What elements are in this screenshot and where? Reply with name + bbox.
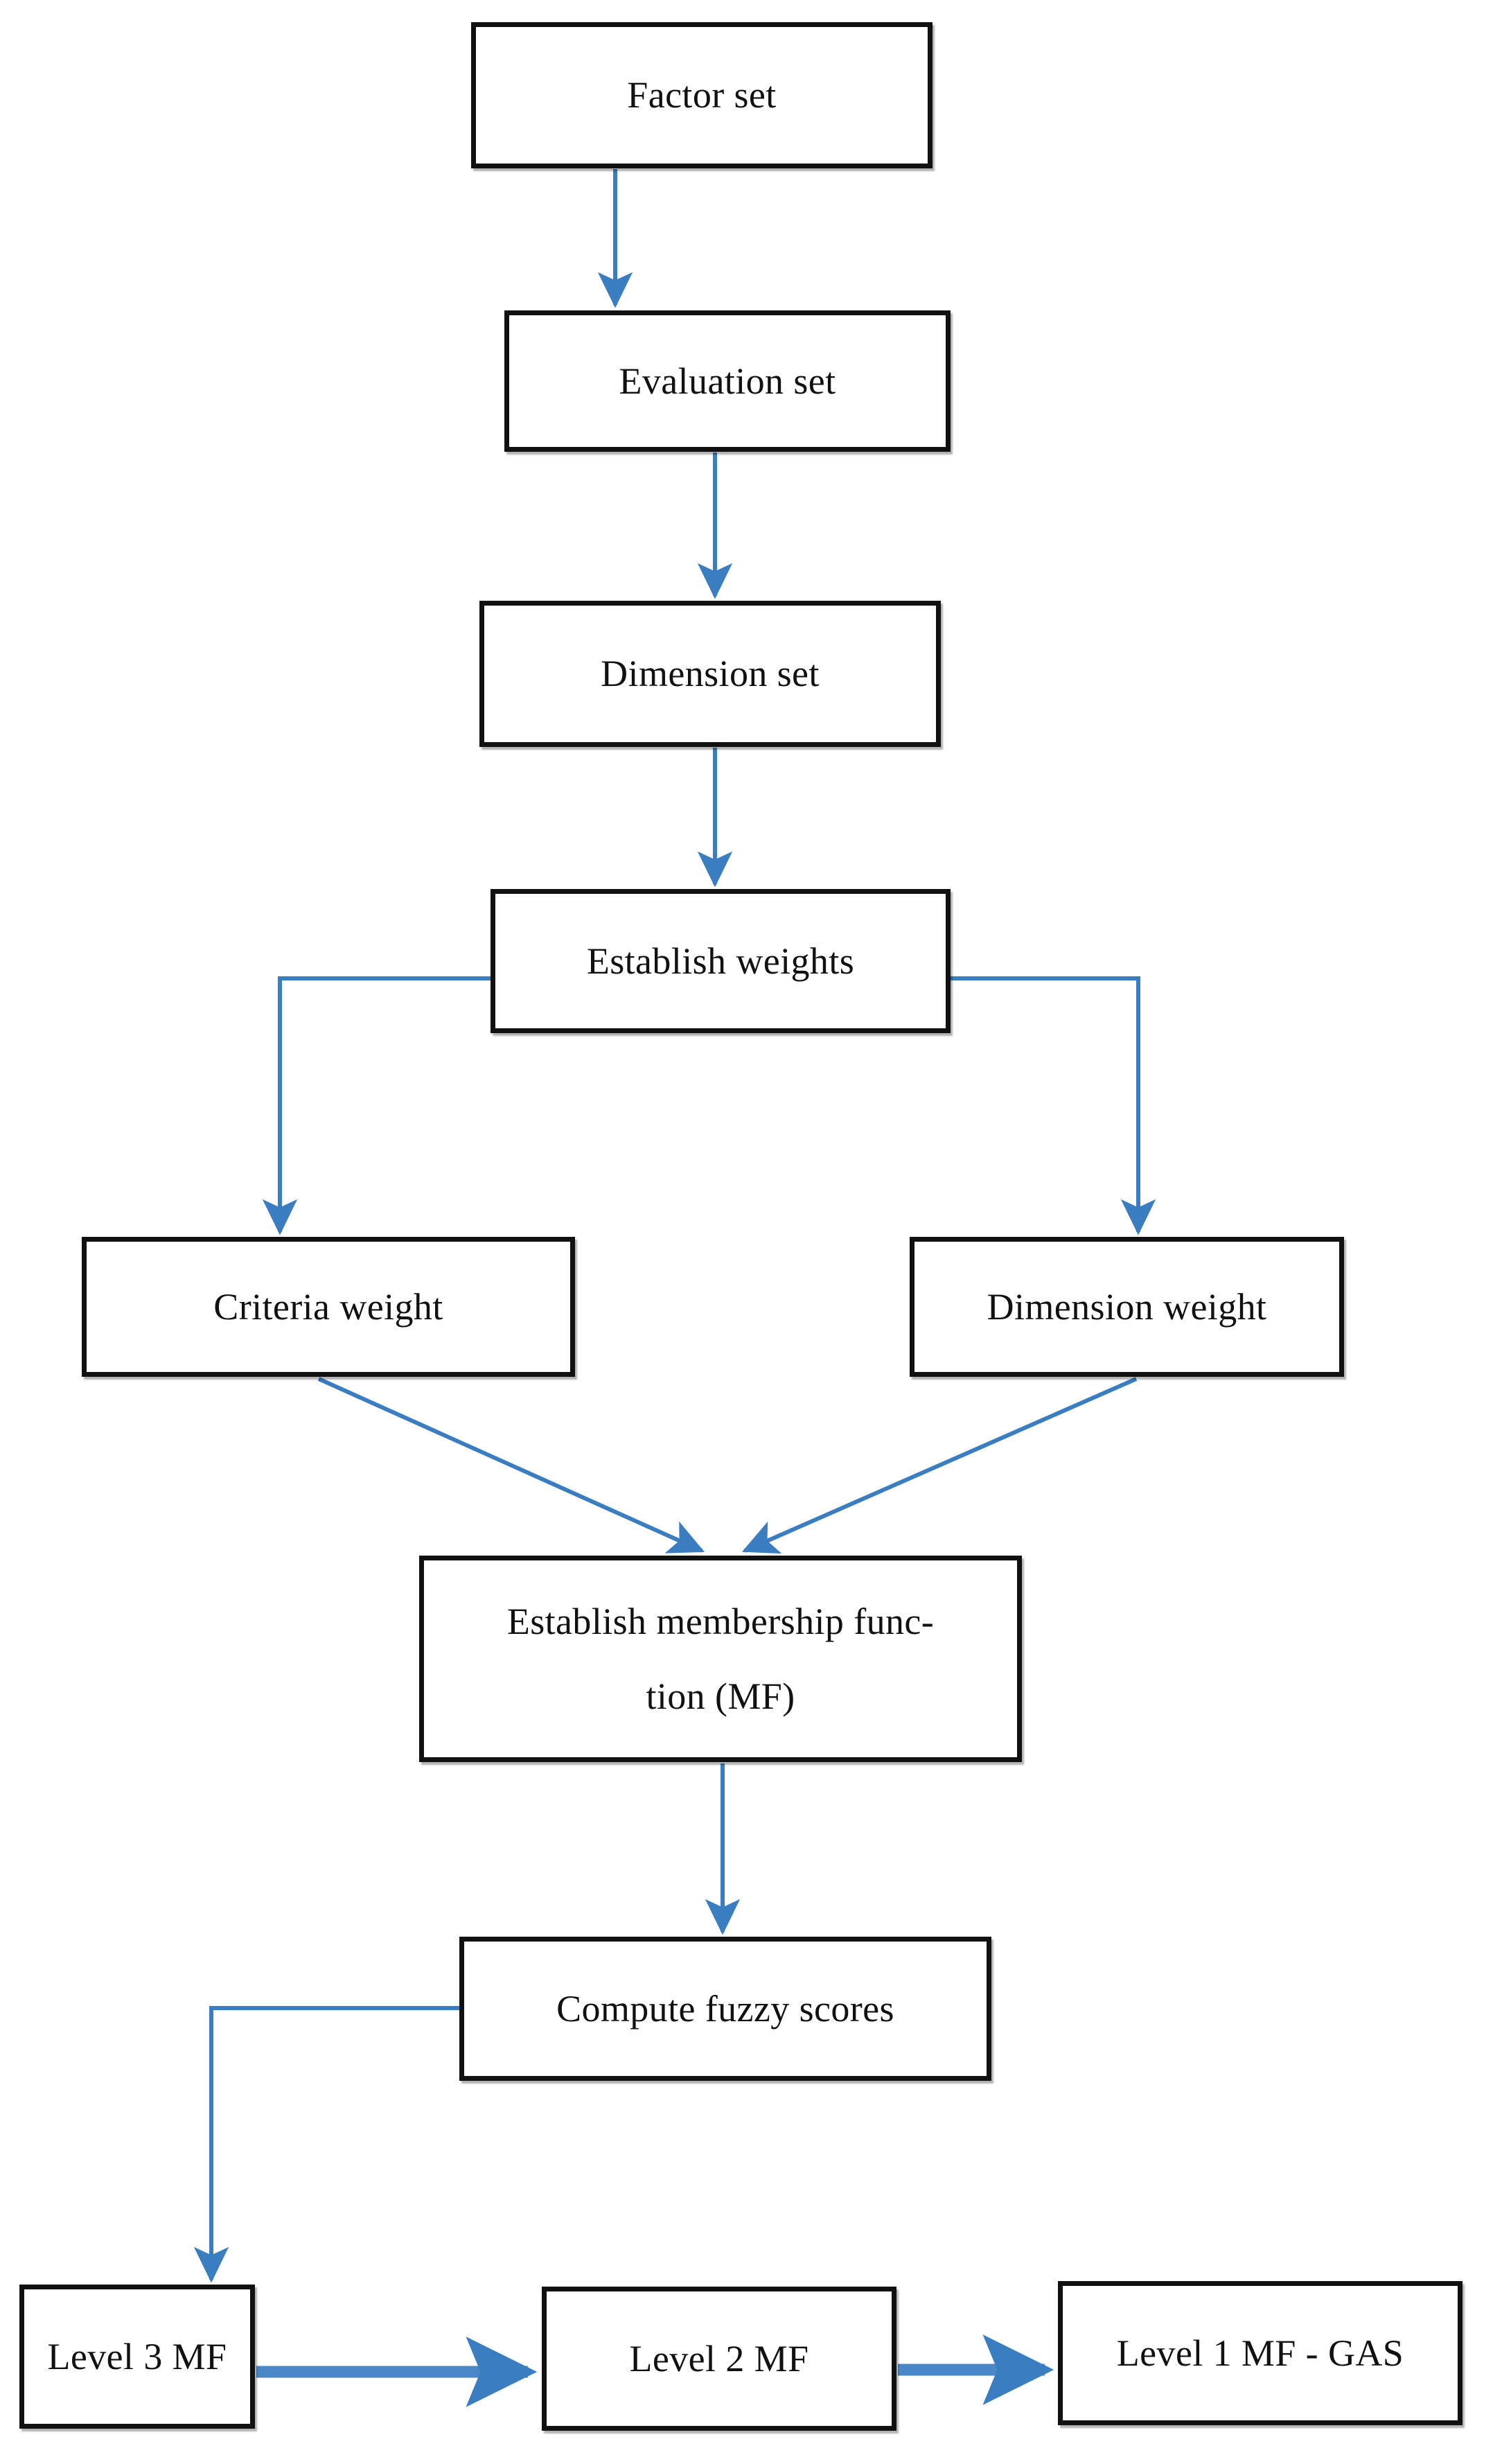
node-label: Establish weights	[586, 940, 855, 982]
node-evaluation-set[interactable]: Evaluation set	[504, 310, 951, 452]
node-compute-fuzzy-scores[interactable]: Compute fuzzy scores	[459, 1937, 991, 2081]
edge-compute-to-level3	[193, 2006, 459, 2283]
edge-criteria-to-mf	[317, 1377, 705, 1554]
node-establish-membership-function[interactable]: Establish membership func- tion (MF)	[419, 1556, 1022, 1762]
edge-weights-to-dimension-weight	[951, 976, 1156, 1235]
node-label: Level 2 MF	[629, 2337, 809, 2379]
node-establish-weights[interactable]: Establish weights	[491, 889, 951, 1033]
node-level-1-mf-gas[interactable]: Level 1 MF - GAS	[1058, 2281, 1463, 2425]
node-factor-set[interactable]: Factor set	[471, 22, 933, 168]
node-label: Dimension set	[601, 653, 820, 695]
edge-dimension-weight-to-mf	[741, 1377, 1138, 1554]
node-criteria-weight[interactable]: Criteria weight	[82, 1237, 575, 1377]
node-label: Criteria weight	[213, 1285, 443, 1328]
node-label: Level 1 MF - GAS	[1116, 2332, 1404, 2374]
node-label: Factor set	[627, 74, 777, 116]
node-label: Dimension weight	[987, 1285, 1267, 1328]
node-label: Compute fuzzy scores	[556, 1987, 894, 2030]
node-label: Establish membership func- tion (MF)	[506, 1601, 935, 1717]
edge-weights-to-criteria	[262, 976, 491, 1235]
node-label: Evaluation set	[619, 360, 836, 402]
node-label: Level 3 MF	[47, 2335, 227, 2377]
node-level-2-mf[interactable]: Level 2 MF	[542, 2287, 896, 2431]
node-dimension-set[interactable]: Dimension set	[479, 601, 941, 747]
node-level-3-mf[interactable]: Level 3 MF	[19, 2285, 255, 2429]
node-dimension-weight[interactable]: Dimension weight	[910, 1237, 1344, 1377]
